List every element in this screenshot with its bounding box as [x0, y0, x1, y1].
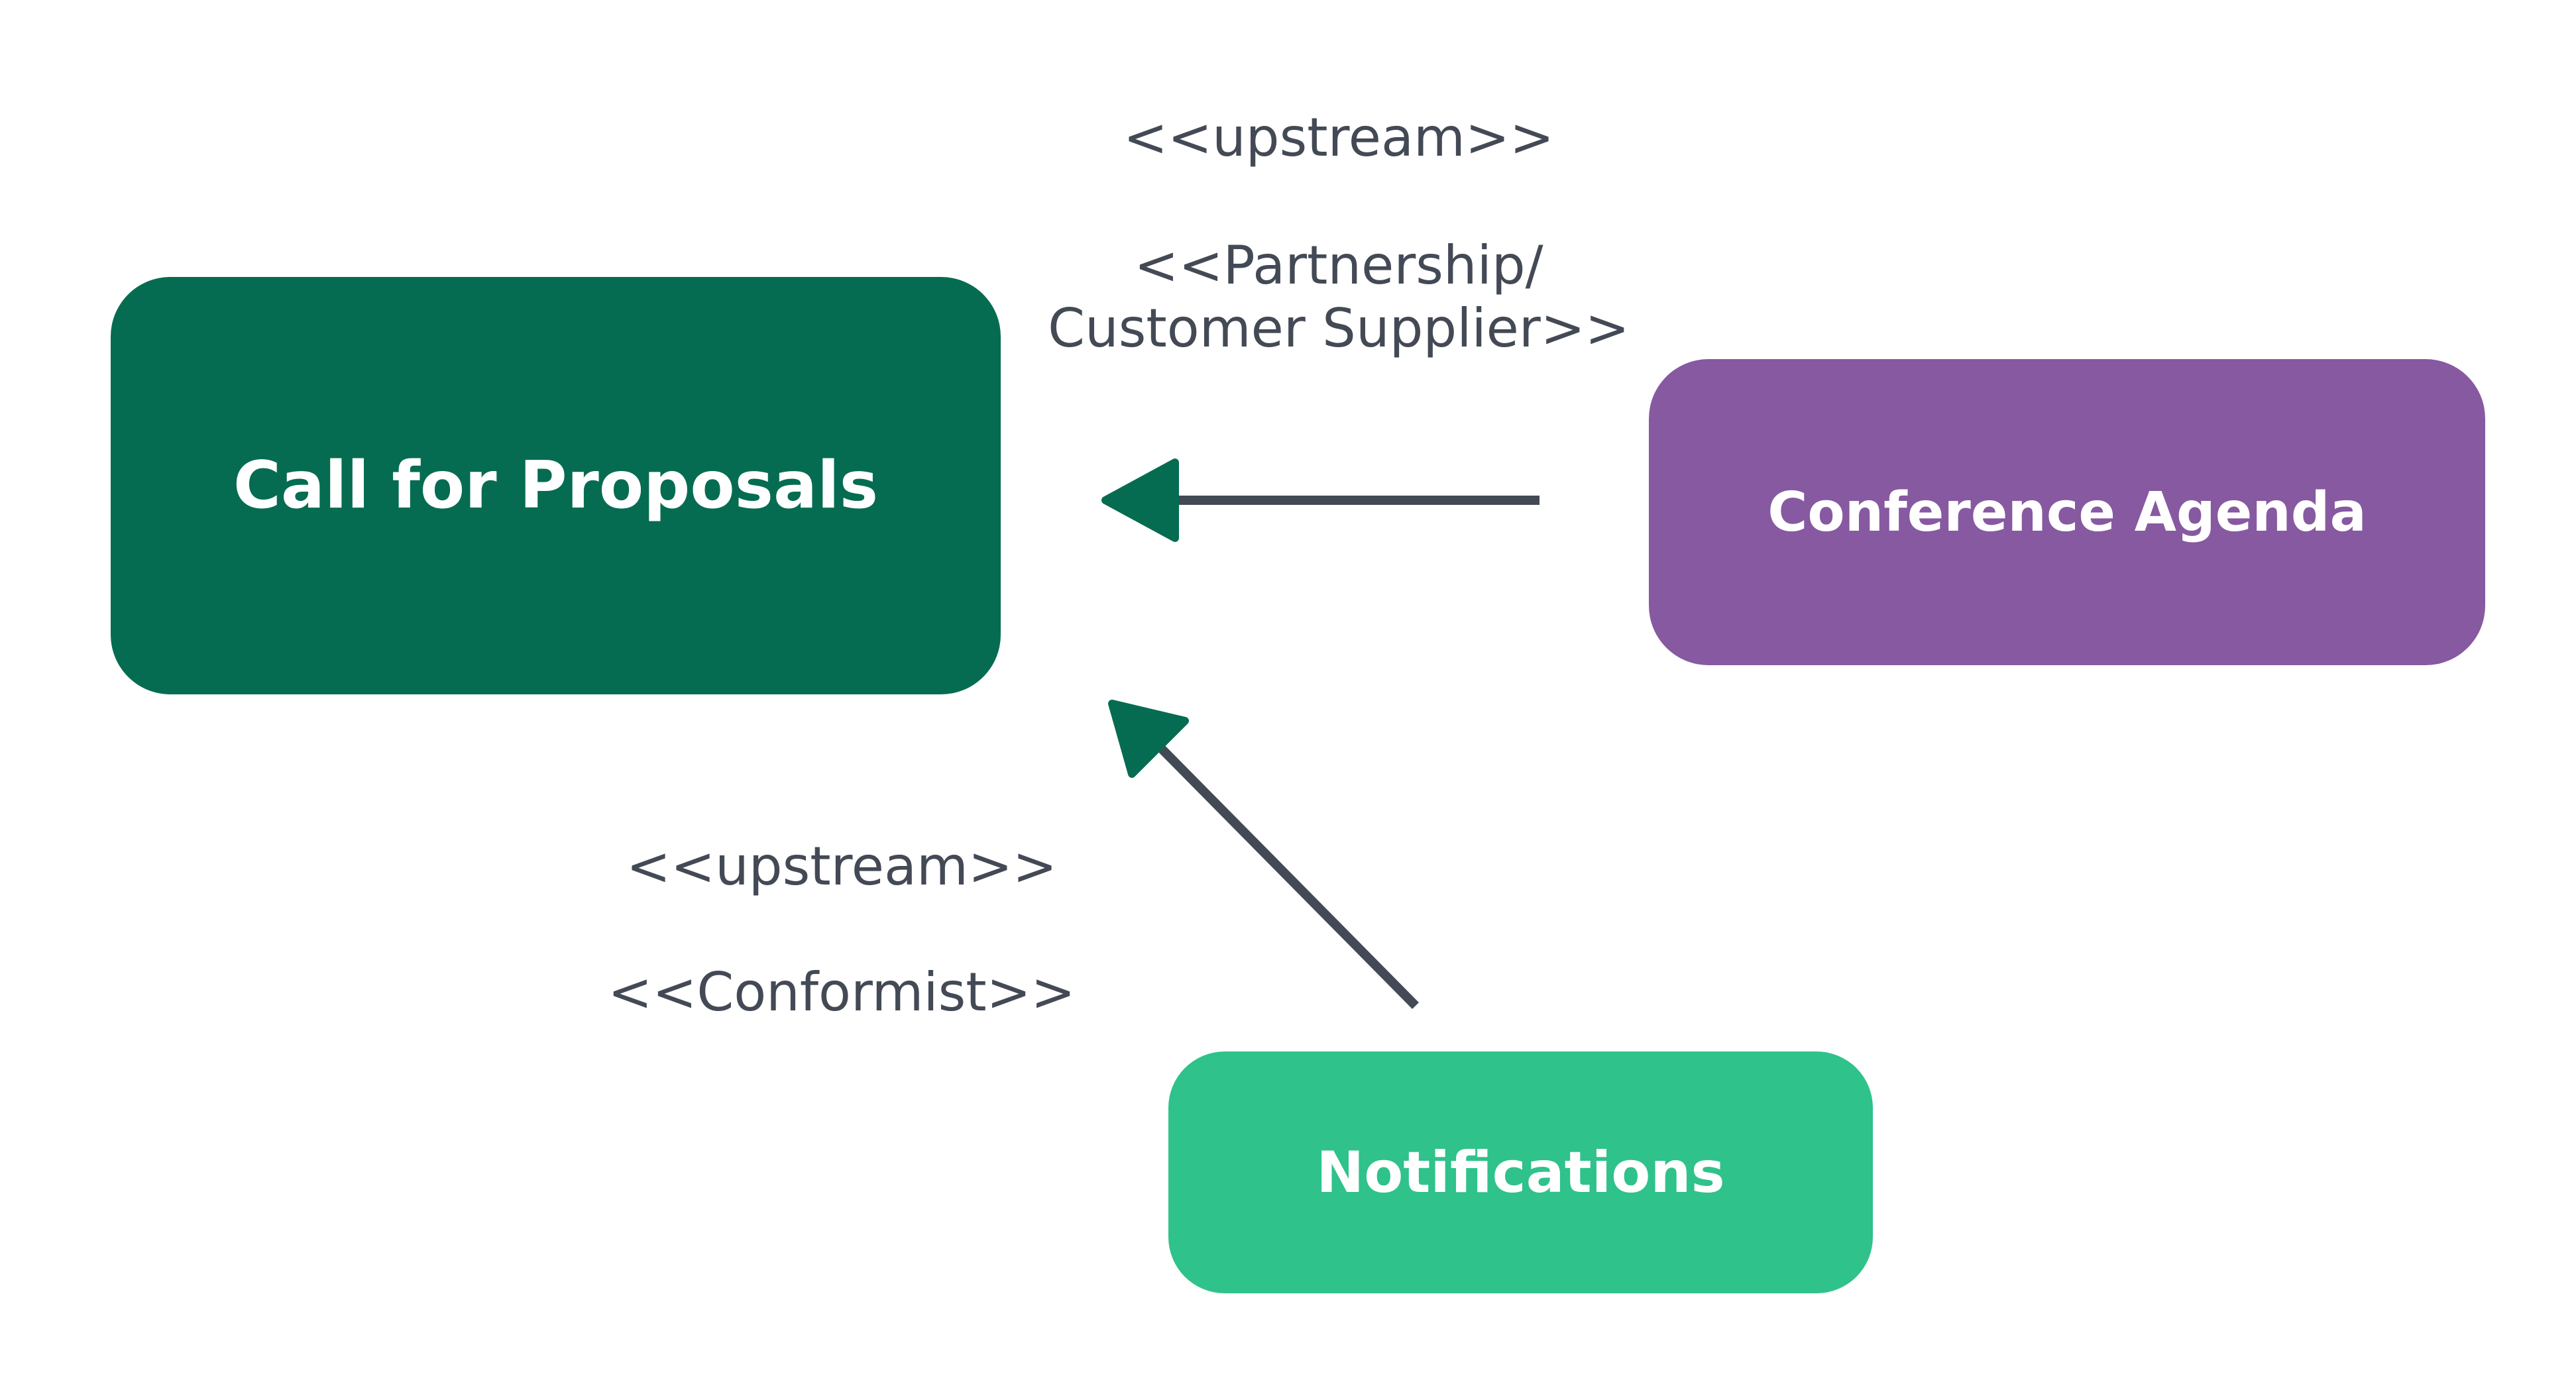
conference-agenda-context[interactable]: Conference Agenda	[1649, 359, 2485, 665]
notifications-upstream-label: <<upstream>>	[626, 835, 1057, 897]
conformist-label: <<Conformist>>	[608, 961, 1076, 1023]
agenda-to-cfp-arrowhead	[1101, 458, 1179, 542]
notifications-to-cfp-connector	[1108, 700, 1419, 1009]
notifications-to-cfp-line	[1145, 732, 1419, 1009]
notifications-to-cfp-arrowhead	[1108, 700, 1189, 778]
partnership-customer-supplier-label: <<Partnership/ Customer Supplier>>	[1048, 235, 1630, 359]
call-for-proposals-context[interactable]: Call for Proposals	[111, 277, 1001, 694]
agenda-upstream-label: <<upstream>>	[1123, 107, 1554, 168]
notifications-context[interactable]: Notifications	[1168, 1051, 1873, 1293]
agenda-to-cfp-connector	[1101, 458, 1540, 542]
